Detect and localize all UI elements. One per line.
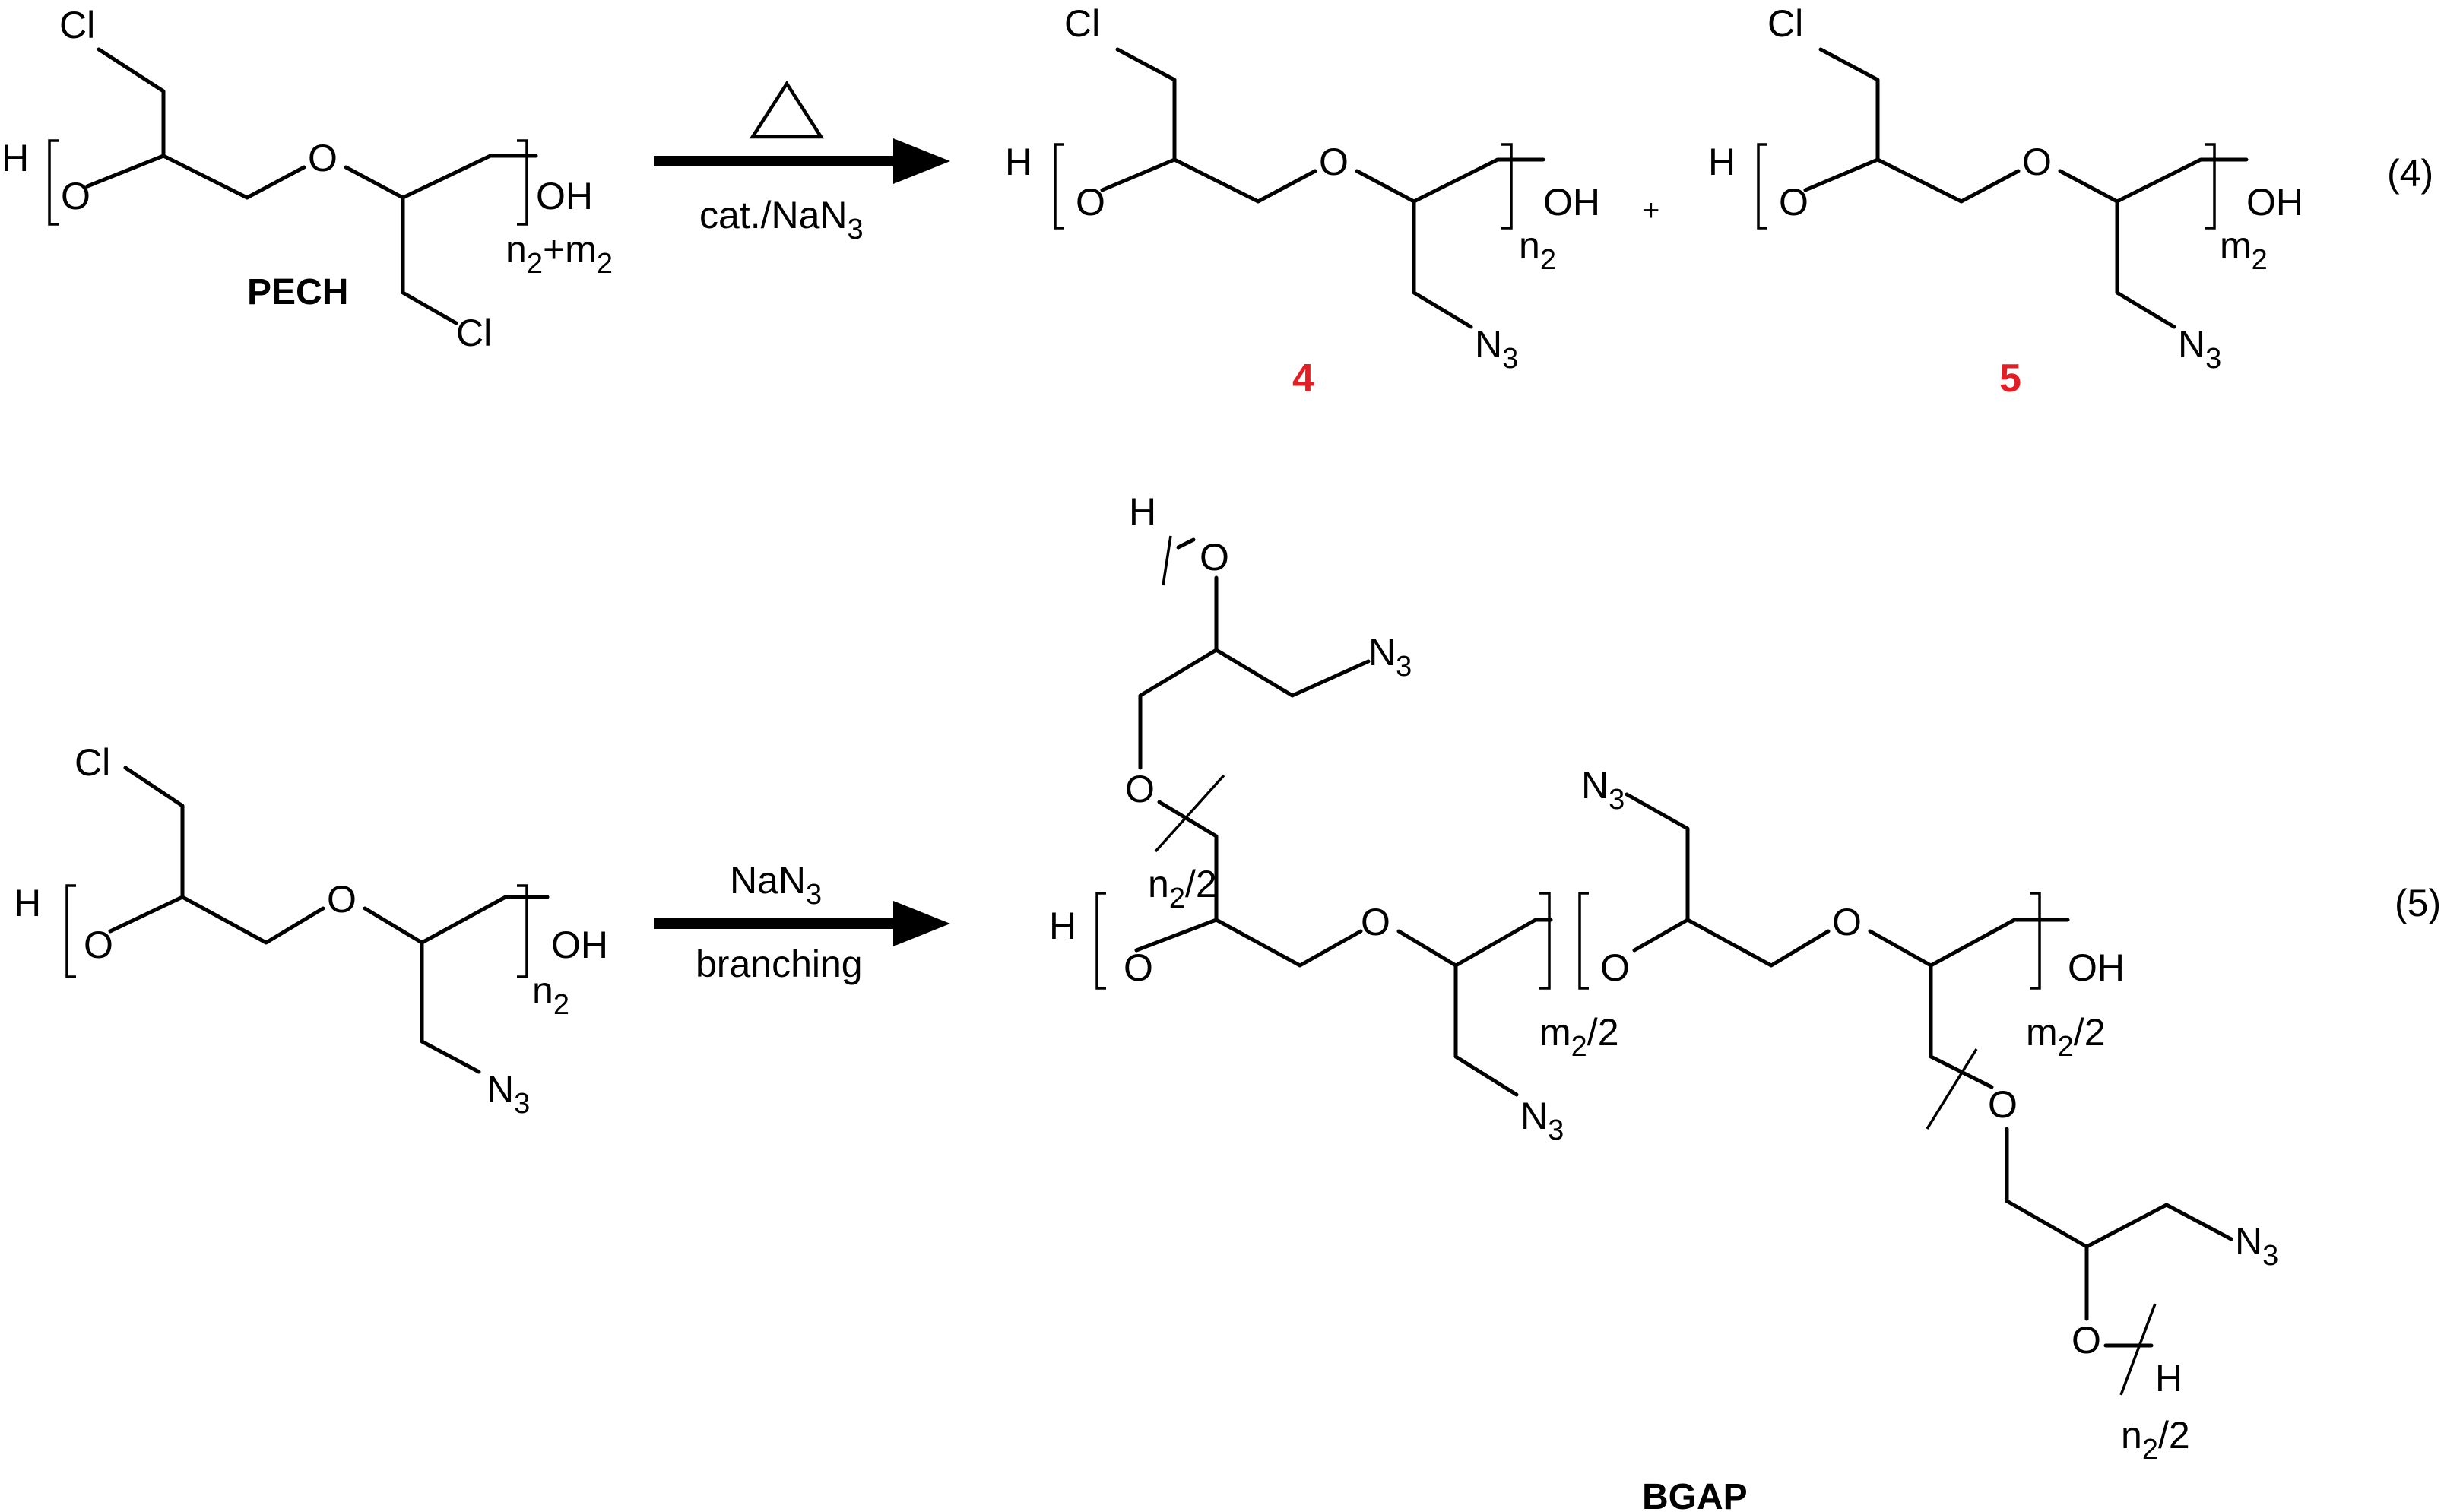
oxygen-atom: O xyxy=(2072,1319,2101,1361)
backbone-repeat-index-1: m2/2 xyxy=(1539,1011,1619,1063)
branch-top-repeat-index: n2/2 xyxy=(1148,863,1217,914)
chlorine-atom: Cl xyxy=(74,741,110,784)
azide-group: N3 xyxy=(1520,1095,1564,1146)
hydroxyl-group: OH xyxy=(536,175,593,217)
equation-number-4: (4) xyxy=(2387,152,2433,195)
reaction-4-reagent: cat./NaN3 xyxy=(699,194,864,246)
azide-group: N3 xyxy=(2235,1220,2278,1272)
equation-number-5: (5) xyxy=(2395,882,2441,924)
azide-group: N3 xyxy=(2178,323,2221,375)
azide-group: N3 xyxy=(1581,764,1625,816)
reaction-5-reagent-top: NaN3 xyxy=(730,859,822,911)
hydroxyl-group: OH xyxy=(2068,946,2125,989)
product-5-label: 5 xyxy=(1999,357,2021,401)
oxygen-atom: O xyxy=(1125,768,1155,810)
azide-group: N3 xyxy=(1368,631,1412,683)
azide-group: N3 xyxy=(487,1068,530,1120)
oxygen-atom: O xyxy=(1124,946,1153,989)
heat-triangle-icon xyxy=(749,80,825,139)
reaction-5-reagent-bottom: branching xyxy=(696,943,863,985)
oxygen-atom: O xyxy=(327,878,357,921)
pech-structure: Cl H O O OH Cl n2+m2 PECH xyxy=(2,4,613,354)
product-5-structure: Cl H O O OH N3 m2 5 xyxy=(1708,2,2303,401)
oxygen-atom: O xyxy=(1200,536,1229,578)
oxygen-atom: O xyxy=(1832,901,1862,943)
pech-label: PECH xyxy=(247,272,348,312)
chlorine-atom: Cl xyxy=(456,312,492,354)
reaction-5: Cl H O O OH N3 n2 NaN3 branching H O N3 … xyxy=(14,490,2441,1512)
hydrogen-atom: H xyxy=(14,882,41,924)
reaction-4: Cl H O O OH Cl n2+m2 PECH cat./NaN3 Cl H xyxy=(2,2,2433,401)
oxygen-atom: O xyxy=(2022,141,2052,183)
backbone-repeat-index-2: m2/2 xyxy=(2026,1011,2106,1063)
hydroxyl-group: OH xyxy=(2246,181,2303,223)
oxygen-atom: O xyxy=(1076,181,1105,223)
hydrogen-atom: H xyxy=(1129,490,1156,533)
product-4-repeat-index: n2 xyxy=(1519,224,1556,276)
oxygen-atom: O xyxy=(308,137,338,179)
product-4-label: 4 xyxy=(1292,357,1314,401)
azide-group: N3 xyxy=(1475,323,1518,375)
hydrogen-atom: H xyxy=(1005,141,1032,183)
reaction-4-arrow: cat./NaN3 xyxy=(654,80,950,246)
product-5-repeat-index: m2 xyxy=(2220,224,2268,276)
oxygen-atom: O xyxy=(1361,901,1390,943)
reaction-5-reactant: Cl H O O OH N3 n2 xyxy=(14,741,608,1120)
oxygen-atom: O xyxy=(1319,141,1349,183)
oxygen-atom: O xyxy=(1779,181,1808,223)
oxygen-atom: O xyxy=(84,924,113,966)
hydrogen-atom: H xyxy=(1049,905,1076,947)
oxygen-atom: O xyxy=(1988,1083,2018,1126)
hydrogen-atom: H xyxy=(2155,1357,2182,1399)
reactant-5-repeat-index: n2 xyxy=(532,969,569,1021)
pech-repeat-index: n2+m2 xyxy=(506,228,613,280)
oxygen-atom: O xyxy=(1600,946,1630,989)
chlorine-atom: Cl xyxy=(59,4,95,46)
reaction-5-arrow: NaN3 branching xyxy=(654,859,950,985)
chlorine-atom: Cl xyxy=(1064,2,1100,45)
branch-bottom-repeat-index: n2/2 xyxy=(2121,1414,2190,1466)
hydrogen-atom: H xyxy=(1708,141,1736,183)
hydrogen-atom: H xyxy=(2,137,29,179)
bgap-structure: H O N3 O n2/2 H O O N3 m2/2 O N3 O xyxy=(1049,490,2278,1512)
product-4-structure: Cl H O O OH N3 n2 4 xyxy=(1005,2,1600,401)
bgap-label: BGAP xyxy=(1642,1477,1748,1512)
oxygen-atom: O xyxy=(61,175,90,217)
chlorine-atom: Cl xyxy=(1767,2,1803,45)
hydroxyl-group: OH xyxy=(551,924,608,966)
hydroxyl-group: OH xyxy=(1543,181,1600,223)
plus-sign: + xyxy=(1642,194,1659,227)
